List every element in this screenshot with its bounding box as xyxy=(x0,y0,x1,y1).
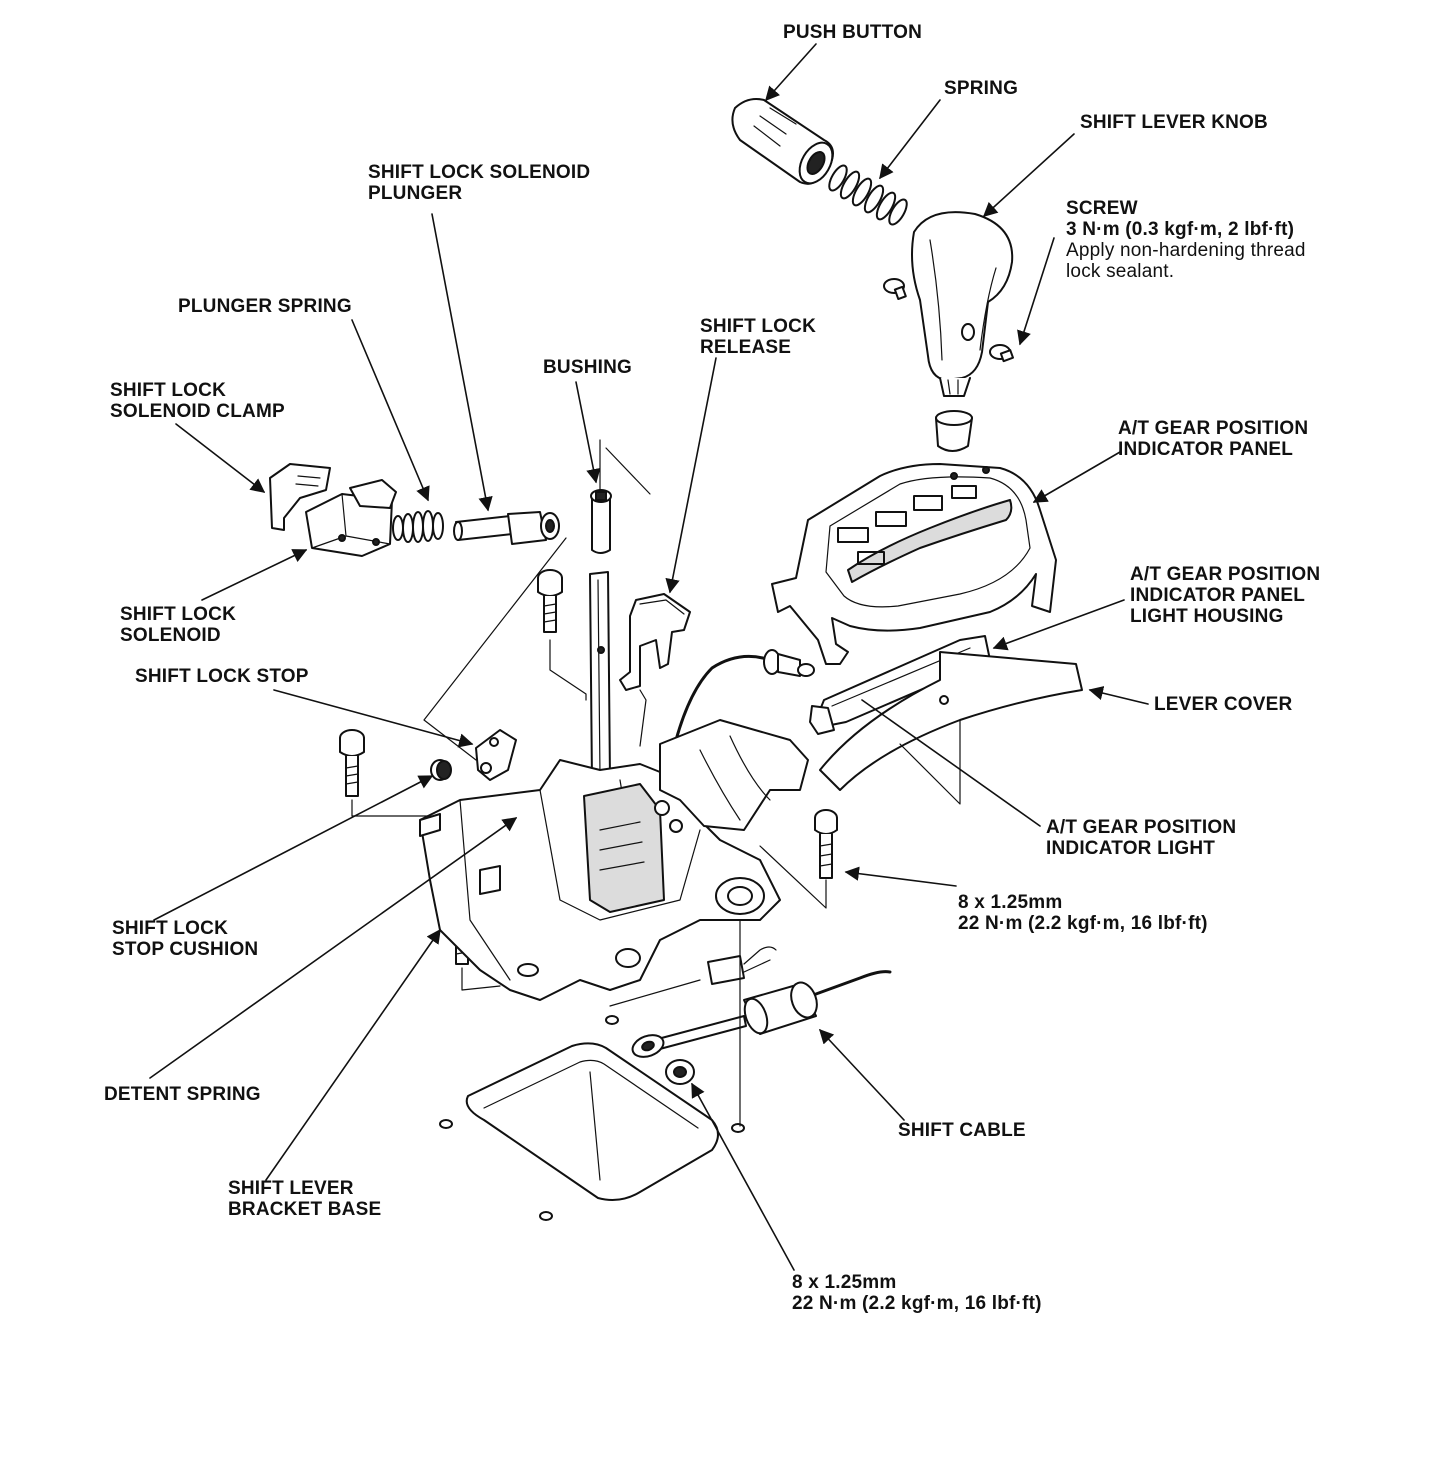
label-lever-cover: LEVER COVER xyxy=(1154,694,1293,715)
label-spring: SPRING xyxy=(944,78,1019,99)
solenoid-plunger-part xyxy=(453,511,560,545)
push-button-part xyxy=(731,98,834,185)
solenoid-clamp-part xyxy=(269,463,331,531)
lever-cover-part xyxy=(819,651,1083,791)
shift-lock-release-part xyxy=(619,593,691,691)
floor-plate-part xyxy=(439,1015,745,1221)
bolt-right xyxy=(814,809,838,879)
label-at-gear-position-indicator-light: A/T GEAR POSITION INDICATOR LIGHT xyxy=(1046,817,1236,859)
leader-lines xyxy=(149,43,1149,1271)
label-shift-lock-solenoid-plunger: SHIFT LOCK SOLENOID PLUNGER xyxy=(368,162,590,204)
label-bracket-line2: BRACKET BASE xyxy=(228,1199,382,1220)
label-clamp-line2: SOLENOID CLAMP xyxy=(110,401,285,422)
label-solenoid-line1: SHIFT LOCK xyxy=(120,604,236,625)
label-bolt-right-line1: 8 x 1.25mm xyxy=(958,892,1063,913)
shift-lock-solenoid-part xyxy=(305,479,397,557)
label-clamp-line1: SHIFT LOCK xyxy=(110,380,226,401)
label-shift-cable: SHIFT CABLE xyxy=(898,1120,1026,1141)
label-light-line2: INDICATOR LIGHT xyxy=(1046,838,1216,859)
shift-lock-stop-part xyxy=(475,729,517,781)
label-detent-spring: DETENT SPRING xyxy=(104,1084,261,1105)
bolt-upper-left xyxy=(537,569,563,633)
label-screw-line4: lock sealant. xyxy=(1066,261,1175,282)
label-bushing: BUSHING xyxy=(543,357,633,378)
label-release-line1: SHIFT LOCK xyxy=(700,316,816,337)
label-plunger-spring: PLUNGER SPRING xyxy=(178,296,352,317)
plunger-spring-part xyxy=(392,510,444,543)
label-screw-line3: Apply non-hardening thread xyxy=(1066,240,1306,261)
bracket-side-cover-part xyxy=(659,719,809,831)
label-push-button: PUSH BUTTON xyxy=(783,22,923,43)
label-bracket-line1: SHIFT LEVER xyxy=(228,1178,354,1199)
knob-spring-part xyxy=(828,164,908,226)
label-cushion-line1: SHIFT LOCK xyxy=(112,918,228,939)
label-shift-lever-knob: SHIFT LEVER KNOB xyxy=(1080,112,1268,133)
label-light-line1: A/T GEAR POSITION xyxy=(1046,817,1237,838)
label-screw-line1: SCREW xyxy=(1066,198,1138,219)
shift-lever-shaft-part xyxy=(589,571,611,783)
label-plunger-line1: SHIFT LOCK SOLENOID xyxy=(368,162,591,183)
label-shift-lock-solenoid: SHIFT LOCK SOLENOID xyxy=(120,604,236,646)
connector-part xyxy=(707,946,777,985)
shift-lock-stop-cushion-part xyxy=(430,759,452,781)
cable-nut-part xyxy=(665,1059,695,1085)
label-shift-lock-stop-cushion: SHIFT LOCK STOP CUSHION xyxy=(112,918,258,960)
label-housing-line3: LIGHT HOUSING xyxy=(1130,606,1284,627)
label-solenoid-line2: SOLENOID xyxy=(120,625,221,646)
label-at-gear-position-indicator-panel-light-housing: A/T GEAR POSITION INDICATOR PANEL LIGHT … xyxy=(1130,564,1320,627)
label-release-line2: RELEASE xyxy=(700,337,792,358)
label-housing-line2: INDICATOR PANEL xyxy=(1130,585,1306,606)
label-shift-lock-stop: SHIFT LOCK STOP xyxy=(135,666,309,687)
indicator-panel-part xyxy=(771,463,1057,665)
knob-screw-right xyxy=(989,344,1015,363)
label-cushion-line2: STOP CUSHION xyxy=(112,939,259,960)
label-shift-lever-bracket-base: SHIFT LEVER BRACKET BASE xyxy=(228,1178,381,1220)
label-screw-line2: 3 N·m (0.3 kgf·m, 2 lbf·ft) xyxy=(1066,219,1295,240)
label-panel-line2: INDICATOR PANEL xyxy=(1118,439,1294,460)
label-bolt-spec-bottom: 8 x 1.25mm 22 N·m (2.2 kgf·m, 16 lbf·ft) xyxy=(792,1272,1042,1314)
label-bolt-spec-right: 8 x 1.25mm 22 N·m (2.2 kgf·m, 16 lbf·ft) xyxy=(958,892,1208,934)
shift-lever-knob-part xyxy=(911,211,1014,397)
label-bolt-bottom-line1: 8 x 1.25mm xyxy=(792,1272,897,1293)
label-at-gear-position-indicator-panel: A/T GEAR POSITION INDICATOR PANEL xyxy=(1118,418,1308,460)
label-screw: SCREW 3 N·m (0.3 kgf·m, 2 lbf·ft) Apply … xyxy=(1066,198,1306,282)
bolt-left xyxy=(339,729,365,797)
knob-bushing-part xyxy=(935,410,973,452)
label-housing-line1: A/T GEAR POSITION xyxy=(1130,564,1321,585)
label-shift-lock-release: SHIFT LOCK RELEASE xyxy=(700,316,816,358)
shift-cable-part xyxy=(631,970,892,1058)
label-plunger-line2: PLUNGER xyxy=(368,183,463,204)
bushing-part xyxy=(590,489,612,554)
knob-screw-left xyxy=(883,278,907,301)
label-panel-line1: A/T GEAR POSITION xyxy=(1118,418,1309,439)
label-shift-lock-solenoid-clamp: SHIFT LOCK SOLENOID CLAMP xyxy=(110,380,285,422)
label-bolt-right-line2: 22 N·m (2.2 kgf·m, 16 lbf·ft) xyxy=(958,913,1208,934)
label-bolt-bottom-line2: 22 N·m (2.2 kgf·m, 16 lbf·ft) xyxy=(792,1293,1042,1314)
